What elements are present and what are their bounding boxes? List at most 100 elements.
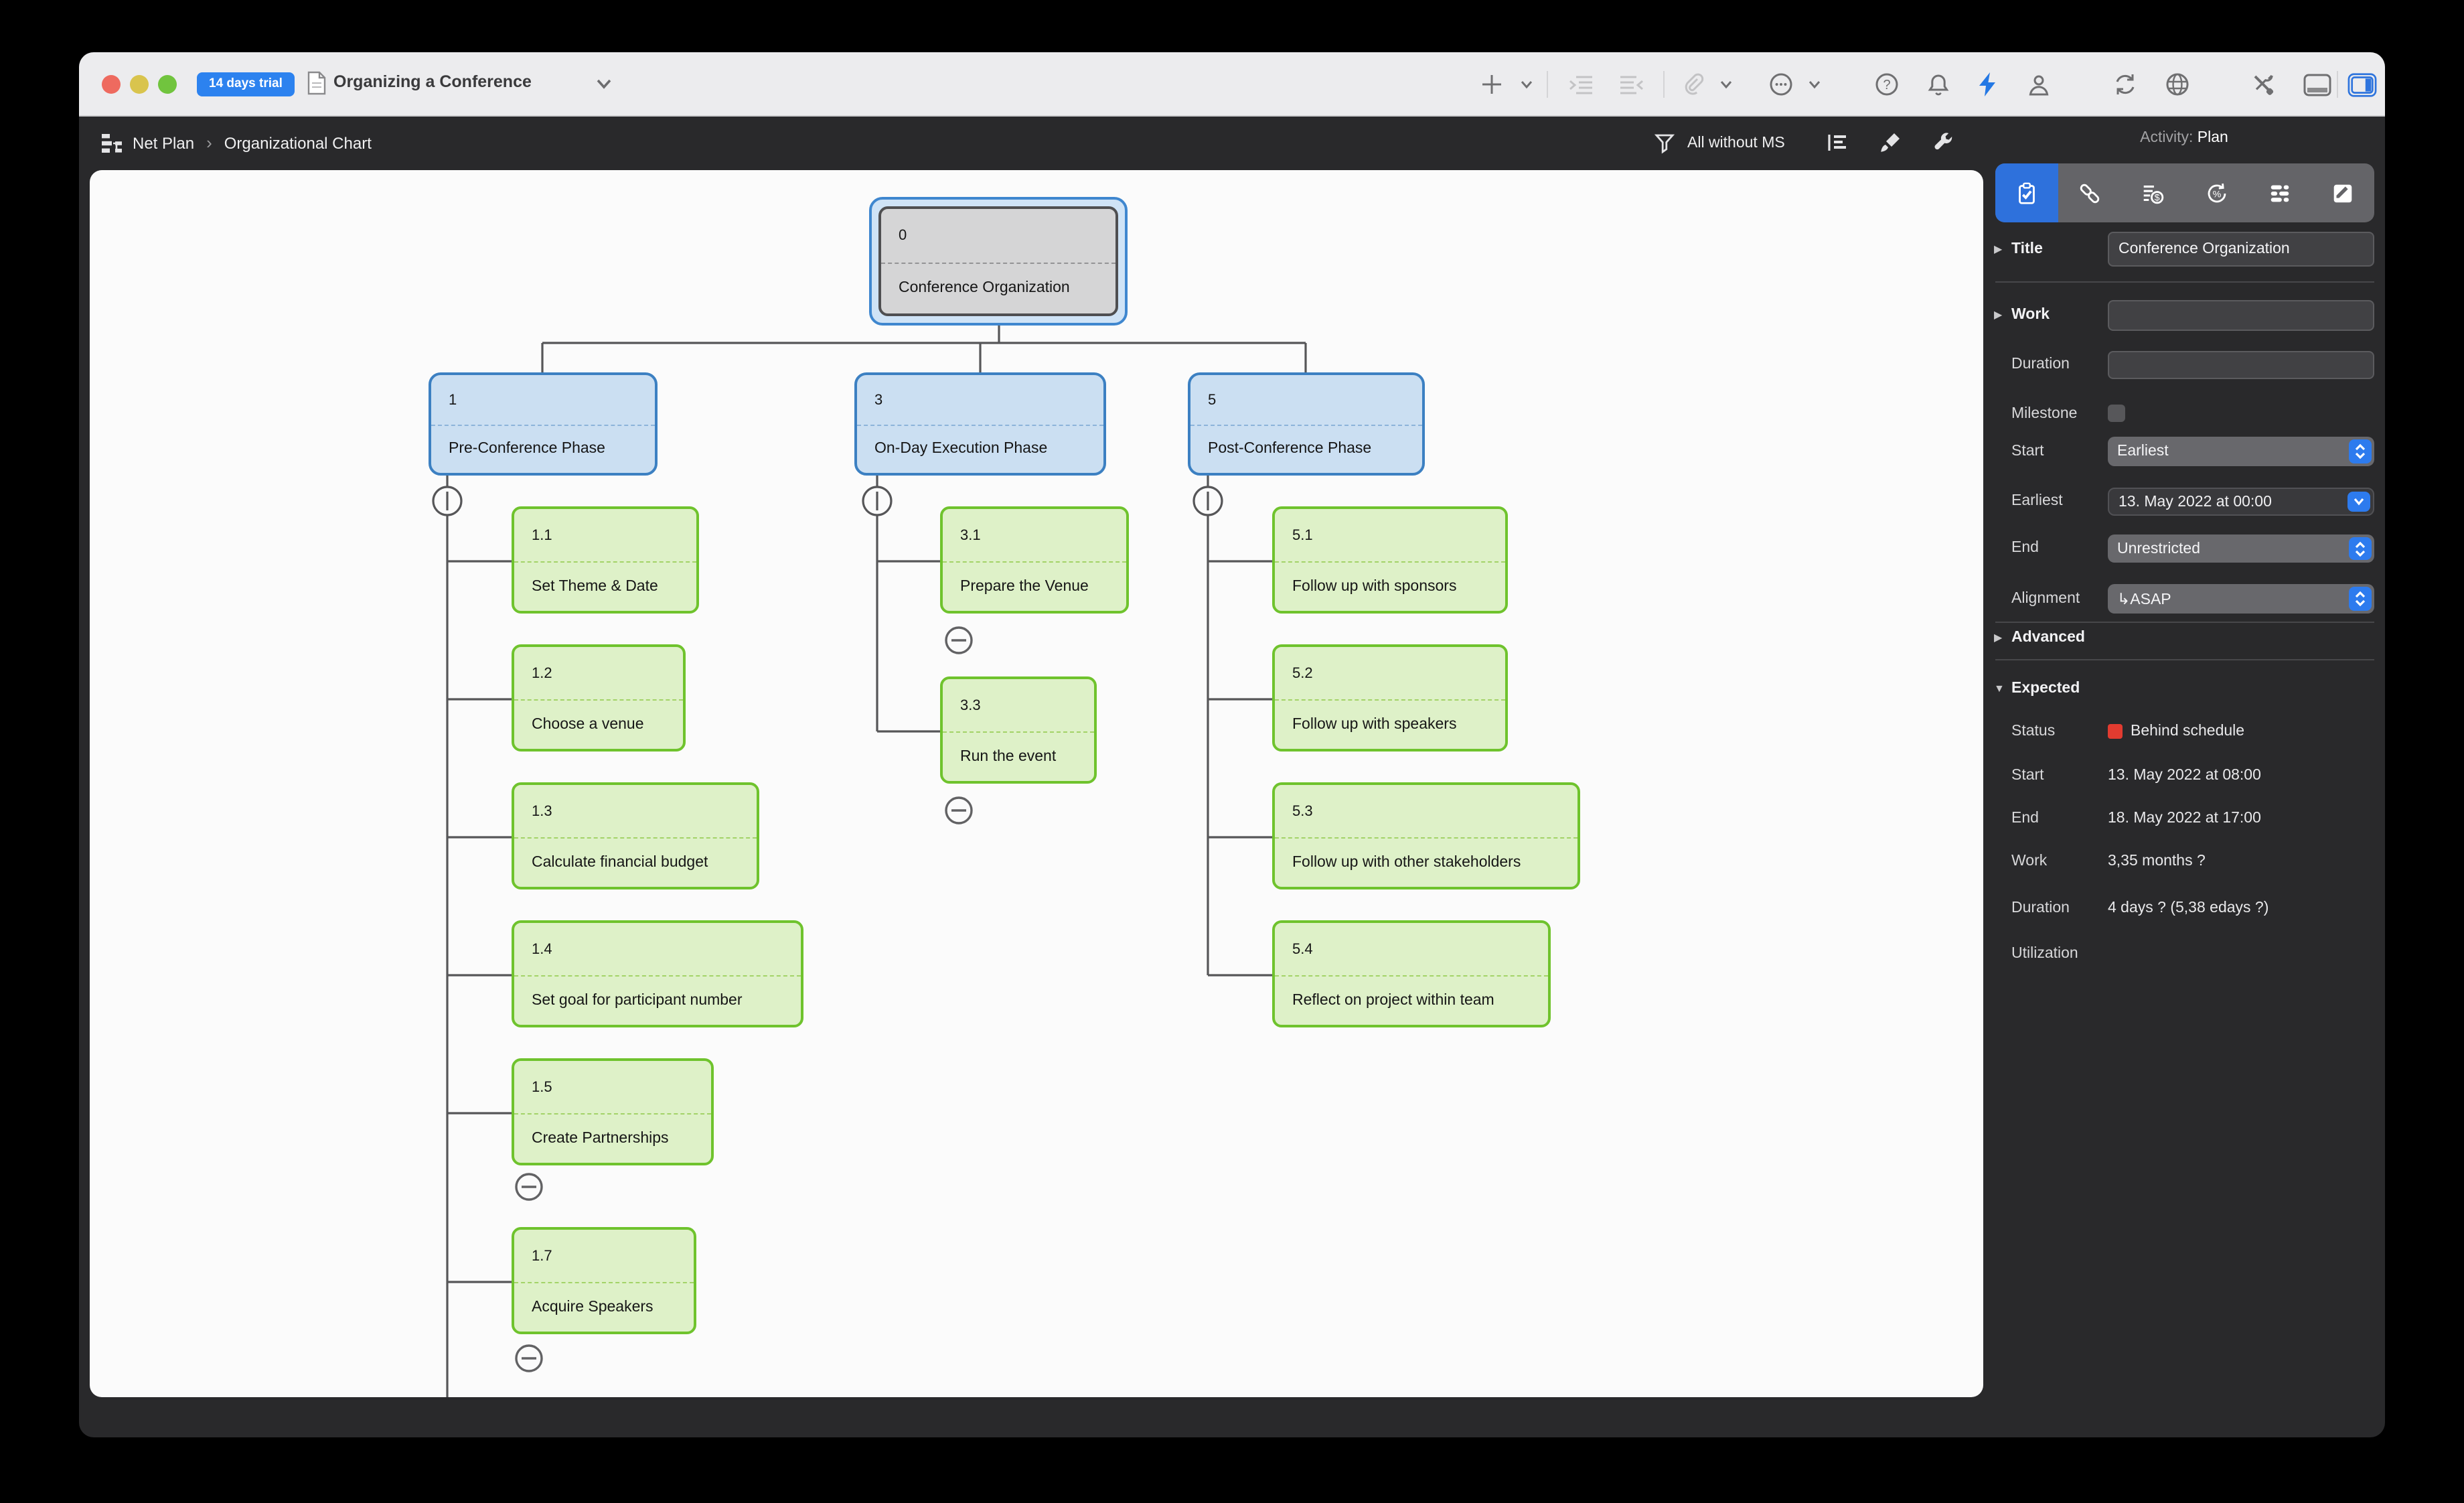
outdent-button[interactable]: [1616, 70, 1646, 99]
field-label: Status: [2011, 723, 2056, 739]
style-list-icon[interactable]: [1827, 133, 1849, 153]
task-node[interactable]: 1.7 Acquire Speakers: [512, 1227, 696, 1334]
node-number: 5.4: [1275, 923, 1548, 977]
document-menu-chevron-icon[interactable]: [596, 78, 612, 90]
hidden-rows-indicator[interactable]: [945, 626, 973, 654]
duration-input[interactable]: [2108, 351, 2374, 379]
tools-icon[interactable]: [2248, 70, 2278, 99]
node-title: Prepare the Venue: [960, 579, 1089, 595]
node-number: 3.1: [943, 509, 1126, 563]
attach-chevron-icon[interactable]: [1711, 70, 1741, 99]
milestone-checkbox[interactable]: [2108, 405, 2125, 422]
toggle-right-panel-icon[interactable]: [2347, 70, 2377, 99]
more-actions-button[interactable]: [1766, 70, 1796, 99]
breadcrumb-section[interactable]: Net Plan: [133, 133, 195, 152]
node-title: Post-Conference Phase: [1208, 441, 1372, 457]
zoom-window-button[interactable]: [158, 75, 177, 94]
disclosure-triangle[interactable]: ▼: [1994, 683, 2005, 695]
earliest-date-field[interactable]: 13. May 2022 at 00:00: [2108, 488, 2374, 516]
sync-icon[interactable]: [2110, 70, 2140, 99]
node-title: Choose a venue: [532, 717, 644, 733]
alignment-popup[interactable]: ↳ASAP: [2108, 584, 2374, 614]
task-node[interactable]: 5.4 Reflect on project within team: [1272, 920, 1551, 1027]
phase-node[interactable]: 3 On-Day Execution Phase: [854, 372, 1106, 476]
format-brush-icon[interactable]: [1879, 131, 1902, 154]
minimize-window-button[interactable]: [130, 75, 149, 94]
field-label: Start: [2011, 768, 2044, 784]
tab-utilization[interactable]: %: [2185, 163, 2248, 222]
field-label: Work: [2011, 853, 2048, 869]
toolbar-separator: [1547, 71, 1548, 98]
task-node[interactable]: 1.5 Create Partnerships: [512, 1058, 714, 1165]
task-node[interactable]: 1.1 Set Theme & Date: [512, 506, 699, 614]
help-button[interactable]: ?: [1872, 70, 1902, 99]
work-input[interactable]: [2108, 300, 2374, 331]
task-node[interactable]: 5.1 Follow up with sponsors: [1272, 506, 1508, 614]
task-node[interactable]: 5.3 Follow up with other stakeholders: [1272, 782, 1580, 889]
hidden-rows-indicator[interactable]: [515, 1344, 543, 1372]
hidden-rows-indicator[interactable]: [515, 1173, 543, 1201]
tab-cost[interactable]: $: [2122, 163, 2185, 222]
node-number: 5: [1190, 375, 1422, 426]
phase-node[interactable]: 5 Post-Conference Phase: [1188, 372, 1425, 476]
expected-end-value: 18. May 2022 at 17:00: [2108, 810, 2261, 827]
root-node[interactable]: 0 Conference Organization: [878, 206, 1118, 316]
share-network-icon[interactable]: [2163, 70, 2192, 99]
live-activity-lightning-icon[interactable]: [1973, 70, 2002, 99]
end-popup[interactable]: Unrestricted: [2108, 534, 2374, 563]
org-chart-canvas[interactable]: 0 Conference Organization 1 Pre-Conferen…: [90, 170, 1983, 1397]
node-title: Run the event: [960, 749, 1057, 765]
tab-dependencies[interactable]: [2058, 163, 2121, 222]
tab-note[interactable]: [2311, 163, 2374, 222]
notifications-bell-icon[interactable]: [1923, 70, 1952, 99]
trial-badge: 14 days trial: [197, 72, 295, 96]
disclosure-triangle[interactable]: ▶: [1994, 632, 2003, 644]
phase-collapse-toggle[interactable]: [432, 486, 463, 516]
title-input[interactable]: Conference Organization: [2108, 232, 2374, 267]
more-actions-chevron-icon[interactable]: [1800, 70, 1829, 99]
field-label: Earliest: [2011, 493, 2063, 509]
disclosure-triangle[interactable]: ▶: [1994, 309, 2003, 321]
filter-funnel-icon[interactable]: [1654, 132, 1675, 153]
add-chevron-icon[interactable]: [1512, 70, 1541, 99]
inspector-tab-bar: $ %: [1995, 163, 2374, 222]
phase-collapse-toggle[interactable]: [862, 486, 893, 516]
tab-resources[interactable]: [2248, 163, 2311, 222]
task-node[interactable]: 1.3 Calculate financial budget: [512, 782, 759, 889]
toggle-bottom-panel-icon[interactable]: [2302, 70, 2331, 99]
task-node[interactable]: 1.2 Choose a venue: [512, 644, 686, 752]
user-icon[interactable]: [2023, 70, 2053, 99]
activity-label: Activity:: [2140, 130, 2193, 146]
start-popup[interactable]: Earliest: [2108, 437, 2374, 466]
filter-cluster: All without MS: [1654, 115, 1785, 170]
breadcrumb-page[interactable]: Organizational Chart: [224, 133, 372, 152]
filter-label[interactable]: All without MS: [1687, 135, 1785, 151]
hidden-rows-indicator[interactable]: [945, 796, 973, 825]
close-window-button[interactable]: [102, 75, 121, 94]
phase-collapse-toggle[interactable]: [1192, 486, 1223, 516]
breadcrumb[interactable]: Net Plan › Organizational Chart: [100, 115, 372, 170]
task-node[interactable]: 5.2 Follow up with speakers: [1272, 644, 1508, 752]
task-node[interactable]: 3.1 Prepare the Venue: [940, 506, 1129, 614]
node-number: 1.3: [514, 785, 757, 839]
tab-schedule[interactable]: [1995, 163, 2059, 222]
node-number: 0: [881, 209, 1115, 264]
date-dropdown-chevron-icon[interactable]: [2347, 492, 2370, 512]
field-label: Start: [2011, 443, 2044, 459]
phase-node[interactable]: 1 Pre-Conference Phase: [429, 372, 658, 476]
node-title: Follow up with sponsors: [1292, 579, 1457, 595]
disclosure-triangle[interactable]: ▶: [1994, 243, 2003, 255]
indent-button[interactable]: [1565, 70, 1595, 99]
field-label: Title: [2011, 241, 2043, 257]
task-node[interactable]: 3.3 Run the event: [940, 676, 1097, 784]
node-title: On-Day Execution Phase: [874, 441, 1048, 457]
section-header: Advanced: [2011, 630, 2085, 646]
status-color-square: [2108, 724, 2123, 739]
add-button[interactable]: [1477, 70, 1507, 99]
attach-button[interactable]: [1679, 70, 1709, 99]
node-number: 3: [857, 375, 1103, 426]
settings-wrench-icon[interactable]: [1931, 131, 1954, 154]
task-node[interactable]: 1.4 Set goal for participant number: [512, 920, 803, 1027]
node-number: 1.1: [514, 509, 696, 563]
